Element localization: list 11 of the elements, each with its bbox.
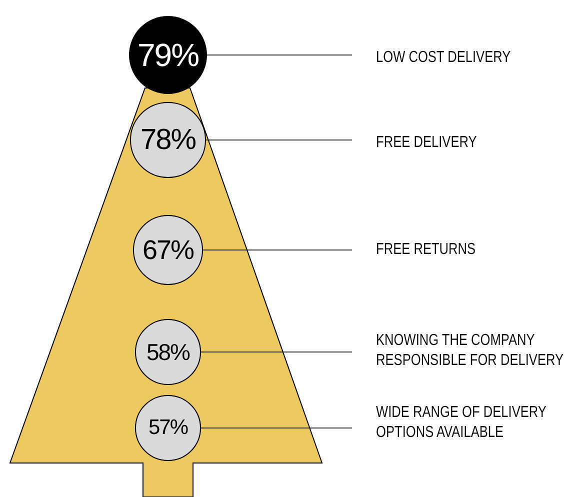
leader-line: [206, 54, 352, 56]
factor-label: FREE DELIVERY: [376, 133, 564, 153]
percentage-value: 67%: [142, 234, 194, 266]
factor-label: FREE RETURNS: [376, 240, 564, 260]
percentage-value: 58%: [146, 338, 190, 366]
factor-label: WIDE RANGE OF DELIVERY OPTIONS AVAILABLE: [376, 403, 564, 443]
percentage-value: 78%: [140, 124, 196, 156]
percentage-value: 57%: [148, 416, 188, 440]
percentage-value: 79%: [137, 36, 199, 74]
factor-label: LOW COST DELIVERY: [376, 48, 564, 68]
factor-label: KNOWING THE COMPANY RESPONSIBLE FOR DELIVERY: [376, 331, 564, 371]
